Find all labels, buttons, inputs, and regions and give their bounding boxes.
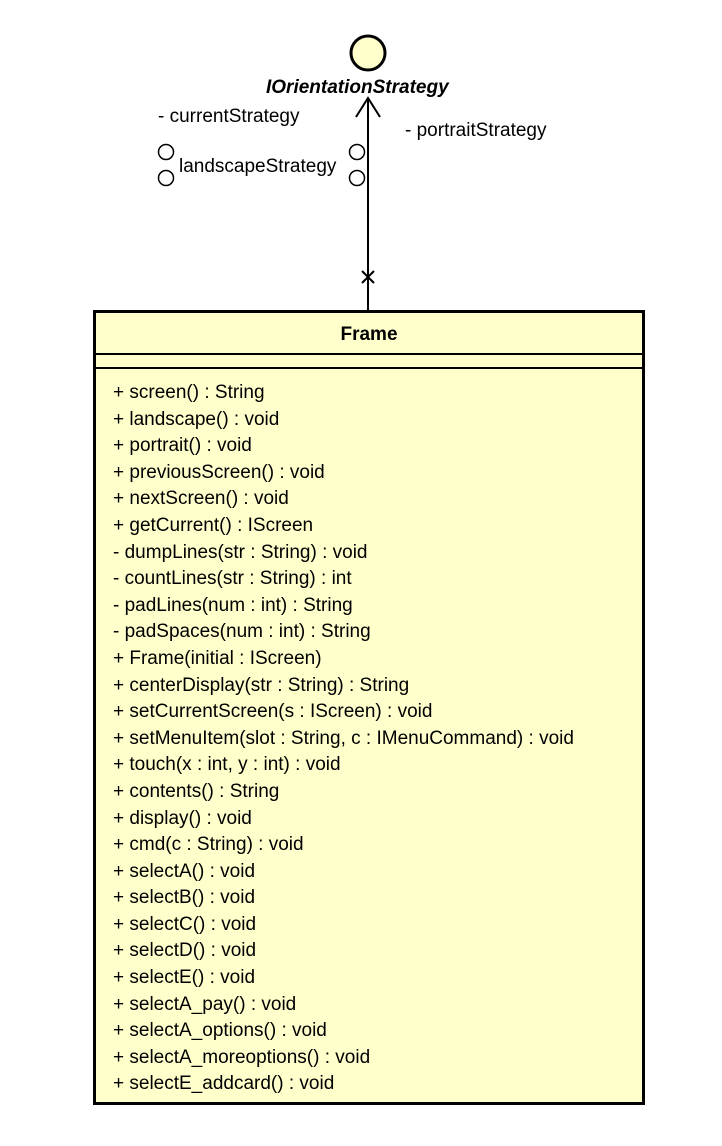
operation-item[interactable]: + contents() : String — [113, 780, 280, 802]
operation-item[interactable]: + display() : void — [113, 807, 252, 829]
attributes-compartment — [96, 353, 642, 369]
operation-item[interactable]: + nextScreen() : void — [113, 488, 289, 510]
role-label-current: - currentStrategy — [158, 106, 300, 127]
navigable-arrowhead — [355, 96, 381, 118]
role-circle-right-top — [348, 143, 366, 161]
operation-item[interactable]: + cmd(c : String) : void — [113, 834, 304, 856]
operation-item[interactable]: - padLines(num : int) : String — [113, 594, 353, 616]
operation-item[interactable]: + selectC() : void — [113, 913, 257, 935]
operation-item[interactable]: + selectE_addcard() : void — [113, 1073, 335, 1095]
operation-item[interactable]: + landscape() : void — [113, 408, 280, 430]
operation-item[interactable]: - padSpaces(num : int) : String — [113, 621, 371, 643]
role-circle-right-bottom — [348, 169, 366, 187]
operation-item[interactable]: + selectA_options() : void — [113, 1020, 327, 1042]
operation-item[interactable]: + selectA() : void — [113, 860, 256, 882]
role-label-portrait: - portraitStrategy — [405, 120, 547, 141]
class-name: Frame — [340, 324, 398, 345]
non-navigable-end-marker — [361, 270, 375, 284]
role-circle-left-bottom — [157, 169, 175, 187]
operation-item[interactable]: + selectE() : void — [113, 967, 256, 989]
interface-icon[interactable] — [349, 34, 387, 72]
operation-item[interactable]: + selectB() : void — [113, 887, 256, 909]
interface-name[interactable]: IOrientationStrategy — [266, 77, 449, 98]
role-circle-left-top — [157, 143, 175, 161]
operation-item[interactable]: + setCurrentScreen(s : IScreen) : void — [113, 701, 433, 723]
operation-item[interactable]: + setMenuItem(slot : String, c : IMenuCo… — [113, 727, 574, 749]
operations-compartment: + screen() : String + landscape() : void +… — [96, 369, 642, 1098]
operation-item[interactable]: - dumpLines(str : String) : void — [113, 541, 368, 563]
operation-item[interactable]: + getCurrent() : IScreen — [113, 514, 314, 536]
operation-item[interactable]: + touch(x : int, y : int) : void — [113, 754, 341, 776]
operation-item[interactable]: + previousScreen() : void — [113, 461, 325, 483]
operation-item[interactable]: + selectD() : void — [113, 940, 257, 962]
role-label-landscape: landscapeStrategy — [179, 156, 337, 177]
operation-item[interactable]: + selectA_pay() : void — [113, 993, 297, 1015]
operation-item[interactable]: + screen() : String — [113, 382, 265, 403]
operation-item[interactable]: + selectA_moreoptions() : void — [113, 1046, 371, 1068]
operation-item[interactable]: - countLines(str : String) : int — [113, 568, 352, 590]
operation-item[interactable]: + Frame(initial : IScreen) — [113, 647, 322, 669]
operation-item[interactable]: + centerDisplay(str : String) : String — [113, 674, 410, 696]
operation-item[interactable]: + portrait() : void — [113, 435, 252, 457]
class-frame[interactable]: Frame + screen() : String + landscape() :… — [93, 310, 645, 1105]
